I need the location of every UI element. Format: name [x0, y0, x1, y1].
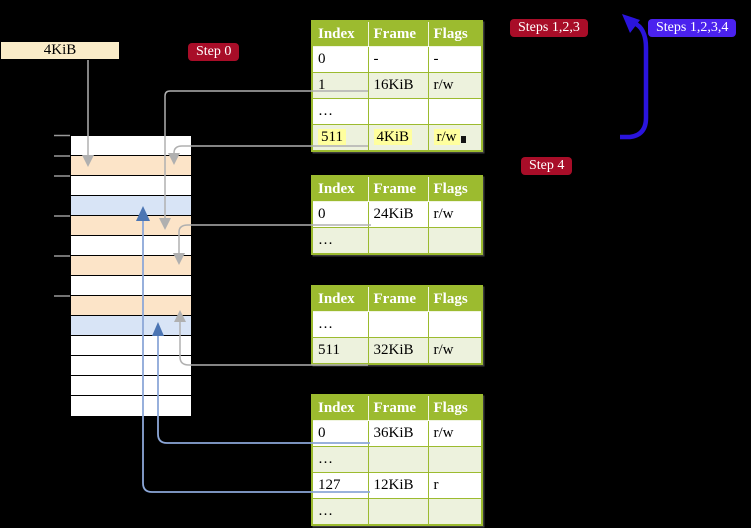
cell-flags: [427, 98, 483, 125]
table-row: …: [311, 311, 483, 338]
cell-frame: [367, 311, 429, 338]
cell-frame: 4KiB: [367, 124, 429, 152]
cell-flags: [427, 311, 483, 338]
table-row: …: [311, 98, 483, 125]
cell-flags: [427, 227, 483, 255]
address-tick-marks: [54, 134, 70, 297]
table-header-row: Index Frame Flags: [311, 285, 483, 312]
header-flags: Flags: [427, 175, 483, 202]
memory-row-5: [71, 236, 191, 256]
badge-steps-123: Steps 1,2,3: [510, 19, 588, 37]
table-row: 1 16KiB r/w: [311, 72, 483, 99]
cell-index: …: [311, 446, 369, 473]
table-row-highlighted: 511 4KiB r/w: [311, 124, 483, 152]
cell-frame: 36KiB: [367, 420, 429, 447]
loop-arrow: [620, 20, 649, 140]
table-header-row: Index Frame Flags: [311, 394, 483, 421]
page-table-4: Index Frame Flags 0 36KiB r/w … 127 12Ki…: [311, 394, 483, 526]
header-frame: Frame: [367, 394, 429, 421]
memory-row-9: [71, 316, 191, 336]
cell-index: …: [311, 227, 369, 255]
header-frame: Frame: [367, 20, 429, 47]
cell-flags: r/w: [427, 124, 483, 152]
table-row: 0 36KiB r/w: [311, 420, 483, 447]
memory-row-13: [71, 396, 191, 416]
table-header-row: Index Frame Flags: [311, 175, 483, 202]
page-table-3: Index Frame Flags … 511 32KiB r/w: [311, 285, 483, 365]
cell-flags: r/w: [427, 420, 483, 447]
cell-index: …: [311, 311, 369, 338]
cell-frame: [367, 446, 429, 473]
cell-frame: -: [367, 46, 429, 73]
header-frame: Frame: [367, 175, 429, 202]
memory-row-6: [71, 256, 191, 276]
table-row: …: [311, 446, 483, 473]
cell-index: 511: [311, 337, 369, 365]
header-frame: Frame: [367, 285, 429, 312]
page-table-2: Index Frame Flags 0 24KiB r/w …: [311, 175, 483, 255]
cell-frame: [367, 498, 429, 526]
cell-flags: [427, 446, 483, 473]
memory-row-4: [71, 216, 191, 236]
cell-index: 0: [311, 201, 369, 228]
cell-index: 1: [311, 72, 369, 99]
cell-frame: [367, 227, 429, 255]
cell-frame: 12KiB: [367, 472, 429, 499]
cell-flags: -: [427, 46, 483, 73]
cell-index: 511: [311, 124, 369, 152]
cell-index: 127: [311, 472, 369, 499]
table-row: 127 12KiB r: [311, 472, 483, 499]
memory-row-10: [71, 336, 191, 356]
cell-index: …: [311, 98, 369, 125]
header-flags: Flags: [427, 20, 483, 47]
cell-frame: [367, 98, 429, 125]
cell-flags: r/w: [427, 72, 483, 99]
cell-flags: [427, 498, 483, 526]
badge-steps-1234: Steps 1,2,3,4: [648, 19, 737, 37]
memory-row-11: [71, 356, 191, 376]
table-row: 0 - -: [311, 46, 483, 73]
header-index: Index: [311, 175, 369, 202]
memory-row-7: [71, 276, 191, 296]
memory-row-8: [71, 296, 191, 316]
cell-flags: r/w: [427, 201, 483, 228]
table-row: …: [311, 227, 483, 255]
cell-flags: r: [427, 472, 483, 499]
header-index: Index: [311, 285, 369, 312]
header-flags: Flags: [427, 394, 483, 421]
cell-index: 0: [311, 46, 369, 73]
memory-row-1: [71, 156, 191, 176]
memory-row-0: [71, 136, 191, 156]
badge-step-4: Step 4: [521, 157, 573, 175]
cell-frame: 24KiB: [367, 201, 429, 228]
table-row: 511 32KiB r/w: [311, 337, 483, 365]
table-header-row: Index Frame Flags: [311, 20, 483, 47]
table-row: 0 24KiB r/w: [311, 201, 483, 228]
badge-step-0: Step 0: [188, 43, 240, 61]
cell-flags: r/w: [427, 337, 483, 365]
cell-index: …: [311, 498, 369, 526]
header-index: Index: [311, 394, 369, 421]
cell-index: 0: [311, 420, 369, 447]
table-row: …: [311, 498, 483, 526]
header-flags: Flags: [427, 285, 483, 312]
header-index: Index: [311, 20, 369, 47]
memory-row-3: [71, 196, 191, 216]
frame-size-label: 4KiB: [1, 42, 119, 59]
cell-frame: 16KiB: [367, 72, 429, 99]
memory-row-2: [71, 176, 191, 196]
loop-arrowhead: [622, 14, 640, 33]
memory-row-12: [71, 376, 191, 396]
cell-frame: 32KiB: [367, 337, 429, 365]
page-table-1: Index Frame Flags 0 - - 1 16KiB r/w … 51…: [311, 20, 483, 152]
memory-column: [70, 135, 192, 417]
